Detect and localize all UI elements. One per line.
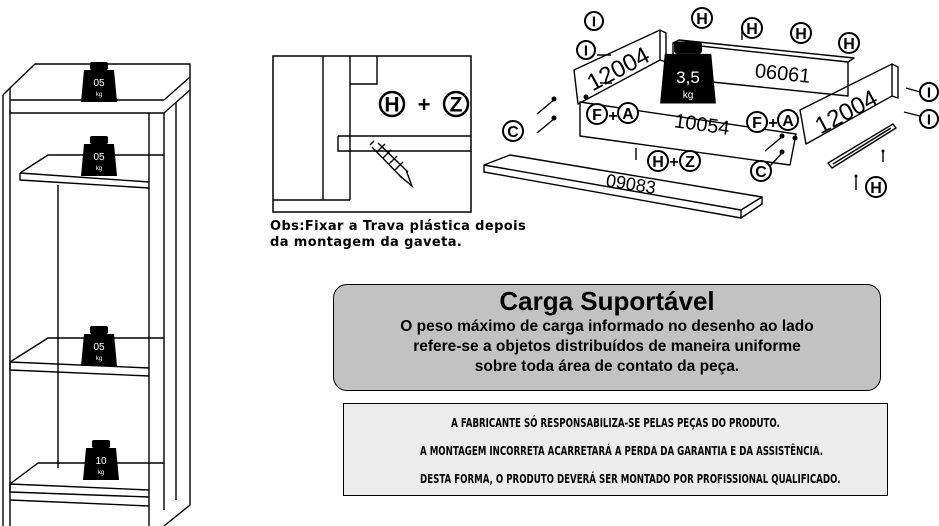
svg-text:+: + bbox=[669, 154, 678, 171]
part-code-back: 06061 bbox=[754, 60, 812, 88]
load-capacity-text: O peso máximo de carga informado no dese… bbox=[334, 317, 880, 377]
f-plus-a-label: F + A bbox=[586, 102, 639, 125]
svg-text:10: 10 bbox=[95, 456, 107, 467]
drawer-bottom bbox=[483, 154, 763, 219]
h-badge-icon: H bbox=[838, 32, 860, 54]
svg-text:F: F bbox=[752, 115, 762, 132]
svg-text:I: I bbox=[592, 14, 596, 31]
i-badge-icon: I bbox=[576, 40, 596, 60]
lock-detail-box: H + Z bbox=[272, 55, 472, 213]
weight-icon: 05 kg bbox=[81, 326, 117, 366]
a-badge-icon: A bbox=[777, 109, 799, 131]
svg-text:+: + bbox=[768, 115, 777, 132]
i-badge-icon: I bbox=[919, 109, 939, 129]
svg-text:I: I bbox=[927, 85, 931, 102]
wardrobe-shelf-3 bbox=[9, 462, 164, 498]
part-code-bottom: 09083 bbox=[605, 170, 658, 198]
h-badge-icon: H bbox=[790, 22, 812, 44]
svg-text:H: H bbox=[746, 21, 758, 38]
load-capacity-line-2: refere-se a objetos distribuídos de mane… bbox=[413, 338, 801, 355]
f-badge-icon: F bbox=[746, 111, 768, 133]
warning-line-3: DESTA FORMA, O PRODUTO DEVERÁ SER MONTAD… bbox=[420, 472, 841, 486]
svg-text:Z: Z bbox=[685, 154, 695, 171]
svg-text:I: I bbox=[584, 43, 588, 60]
load-capacity-box: Carga Suportável O peso máximo de carga … bbox=[333, 284, 881, 391]
svg-text:Z: Z bbox=[450, 94, 463, 117]
wardrobe-shelf-1 bbox=[19, 154, 164, 189]
svg-text:A: A bbox=[622, 106, 634, 123]
wardrobe-drawing bbox=[2, 63, 191, 526]
svg-text:H: H bbox=[870, 180, 882, 197]
svg-text:kg: kg bbox=[96, 92, 102, 98]
assembly-note: Obs:Fixar a Trava plástica depois da mon… bbox=[270, 219, 610, 251]
drawer-front bbox=[579, 101, 797, 166]
load-capacity-line-1: O peso máximo de carga informado no dese… bbox=[400, 318, 814, 335]
h-badge-icon: H bbox=[741, 17, 763, 39]
warning-line-2: A MONTAGEM INCORRETA ACARRETARÁ A PERDA … bbox=[420, 444, 823, 458]
drawer-exploded-view bbox=[483, 26, 921, 219]
screw-heads bbox=[551, 94, 885, 178]
svg-text:H: H bbox=[795, 26, 807, 43]
f-badge-icon: F bbox=[586, 103, 608, 125]
part-code-front: 10054 bbox=[673, 110, 731, 140]
svg-text:H: H bbox=[843, 36, 855, 53]
h-badge-icon: H bbox=[647, 150, 669, 172]
z-badge-icon: Z bbox=[679, 150, 701, 172]
c-badge-icon: C bbox=[502, 120, 524, 142]
drawer-slide-rail bbox=[827, 123, 897, 169]
plus-sign: + bbox=[418, 92, 431, 117]
load-capacity-title: Carga Suportável bbox=[499, 286, 715, 316]
svg-text:H: H bbox=[384, 94, 399, 117]
i-badge-icon: I bbox=[919, 82, 939, 102]
note-line-2: da montagem da gaveta. bbox=[270, 235, 463, 250]
drawer-right-side bbox=[799, 63, 899, 145]
z-badge-icon: Z bbox=[442, 90, 470, 118]
svg-text:F: F bbox=[592, 107, 602, 124]
svg-text:C: C bbox=[755, 164, 767, 181]
svg-text:H: H bbox=[652, 154, 664, 171]
h-badge-icon: H bbox=[691, 7, 713, 29]
svg-text:kg: kg bbox=[98, 470, 104, 476]
warranty-warning-box: A FABRICANTE SÓ RESPONSABILIZA-SE PELAS … bbox=[343, 403, 888, 496]
svg-text:05: 05 bbox=[93, 152, 105, 163]
svg-text:+: + bbox=[608, 108, 617, 125]
weight-icon: 05 kg bbox=[81, 136, 117, 176]
weight-icon: 05 kg bbox=[81, 62, 117, 102]
weight-icon: 10 kg bbox=[83, 440, 119, 480]
h-badge-icon: H bbox=[865, 176, 887, 198]
screw-icon bbox=[369, 140, 414, 189]
a-badge-icon: A bbox=[617, 102, 639, 124]
c-badge-icon: C bbox=[750, 160, 772, 182]
h-badge-icon: H bbox=[378, 90, 406, 118]
svg-text:05: 05 bbox=[93, 78, 105, 89]
svg-text:C: C bbox=[507, 124, 519, 141]
svg-text:kg: kg bbox=[96, 356, 102, 362]
h-plus-z-label: H + Z bbox=[647, 150, 701, 172]
wardrobe-shelf-2 bbox=[9, 337, 164, 377]
svg-text:A: A bbox=[782, 113, 794, 130]
weight-unit: kg bbox=[683, 90, 694, 101]
drawer-left-side bbox=[573, 29, 667, 105]
svg-text:I: I bbox=[927, 112, 931, 129]
i-badge-icon: I bbox=[584, 11, 604, 31]
wardrobe-left-side bbox=[2, 95, 11, 526]
svg-text:H: H bbox=[696, 11, 708, 28]
note-line-1: Obs:Fixar a Trava plástica depois bbox=[270, 219, 527, 234]
svg-text:kg: kg bbox=[96, 166, 102, 172]
svg-text:05: 05 bbox=[93, 342, 105, 353]
warning-line-1: A FABRICANTE SÓ RESPONSABILIZA-SE PELAS … bbox=[451, 416, 780, 430]
load-capacity-line-3: sobre toda área de contato da peça. bbox=[474, 358, 740, 375]
weight-value: 3,5 bbox=[676, 68, 700, 87]
f-plus-a-label: F + A bbox=[746, 109, 799, 133]
